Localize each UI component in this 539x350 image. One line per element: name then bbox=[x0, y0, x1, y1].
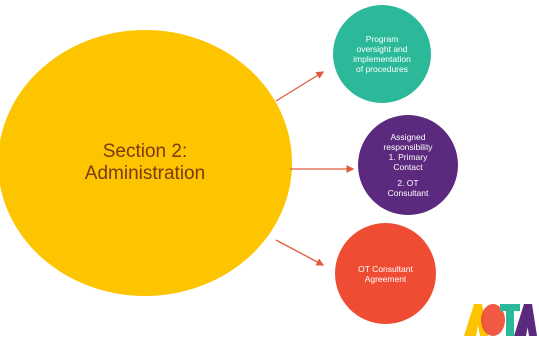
node2-line6: Consultant bbox=[387, 188, 429, 198]
node1-line1: Program bbox=[365, 34, 399, 44]
arrow-to-oversight bbox=[275, 71, 325, 102]
arrow-to-agreement bbox=[275, 239, 325, 266]
node2-line3: 1. Primary bbox=[388, 152, 428, 162]
node1-line3: implementation bbox=[353, 54, 411, 64]
node2-line5: 2. OT bbox=[397, 178, 419, 188]
node-ot-consultant-agreement: OT Consultant Agreement bbox=[335, 223, 436, 324]
node1-line2: oversight and bbox=[356, 44, 408, 54]
node3-line2: Agreement bbox=[364, 273, 407, 284]
node-program-oversight: Program oversight and implementation of … bbox=[333, 5, 431, 103]
aota-logo-icon bbox=[464, 304, 537, 336]
main-topic-circle: Section 2: Administration bbox=[0, 30, 292, 296]
node3-line1: OT Consultant bbox=[358, 263, 413, 274]
node2-line1: Assigned bbox=[390, 132, 426, 142]
main-title-line1: Section 2: bbox=[102, 141, 188, 162]
node-assigned-responsibility: Assigned responsibility 1. Primary Conta… bbox=[358, 115, 458, 215]
node2-line2: responsibility bbox=[383, 142, 433, 152]
node1-line4: of procedures bbox=[356, 64, 408, 74]
node2-line4: Contact bbox=[393, 162, 423, 172]
main-title-line2: Administration bbox=[84, 163, 206, 184]
